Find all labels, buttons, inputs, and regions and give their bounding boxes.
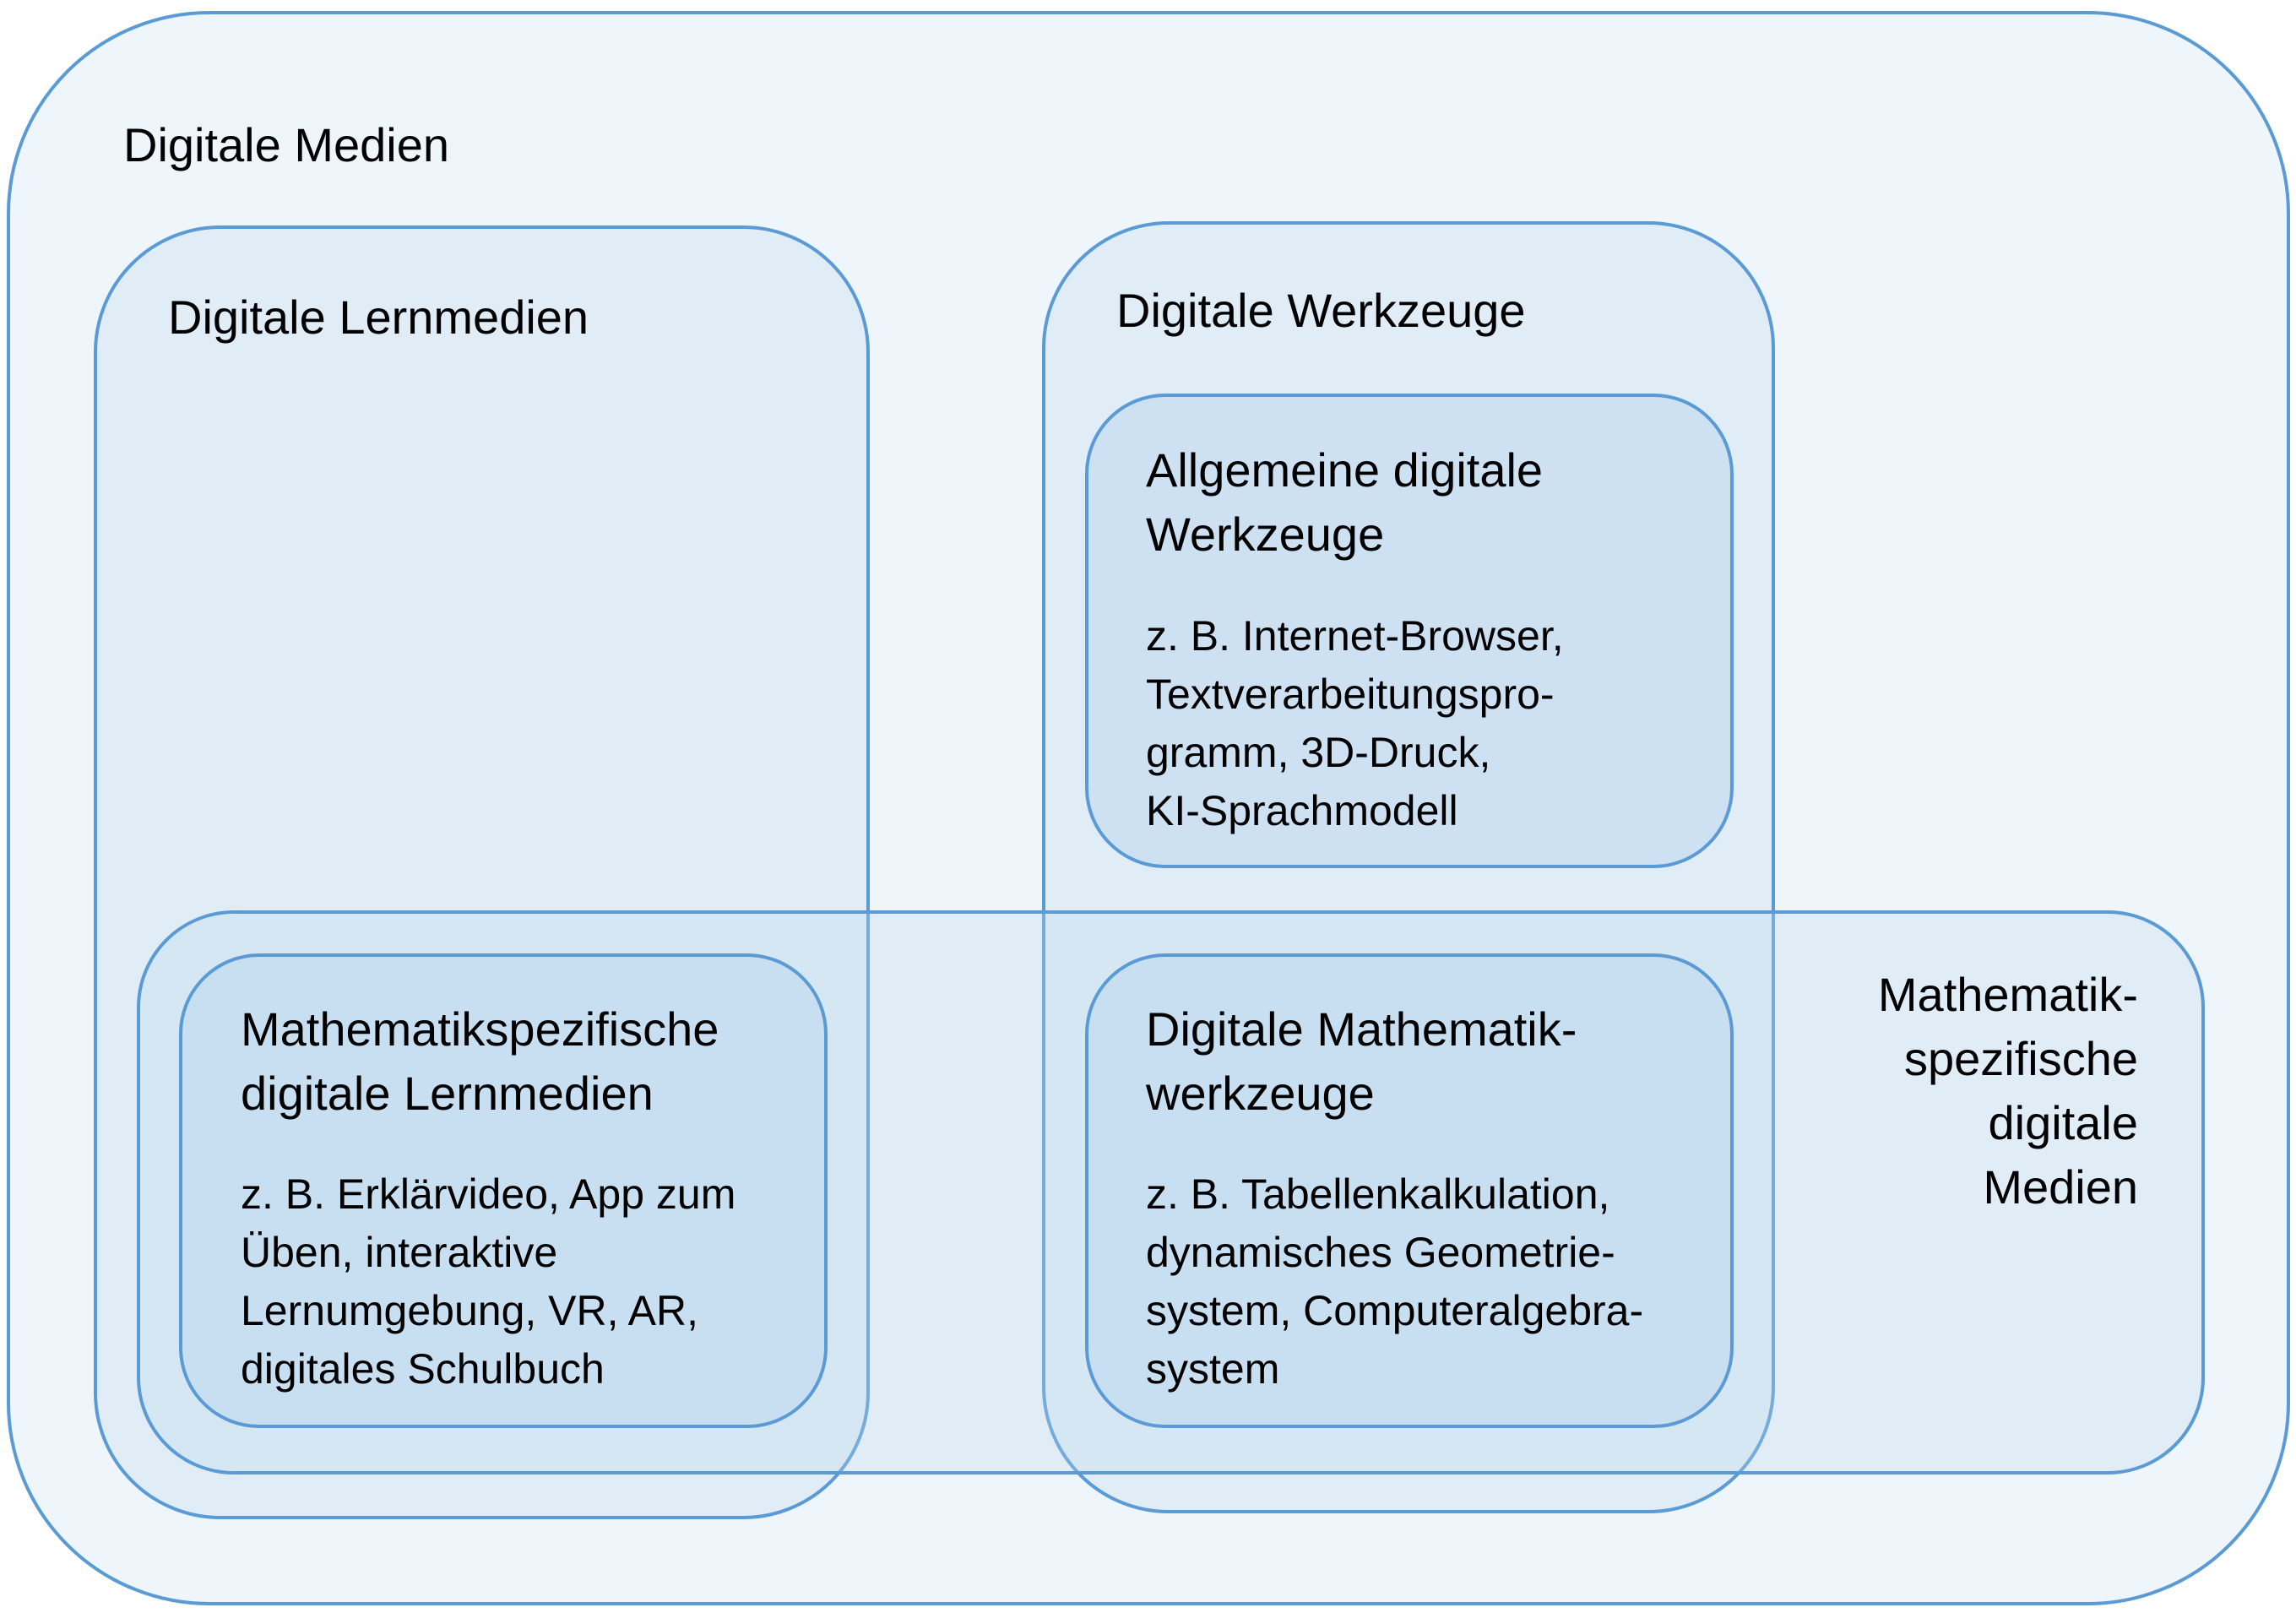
math-lernmedien-box bbox=[179, 953, 828, 1428]
math-werkzeuge-title-line-1: Digitale Mathematik- bbox=[1146, 1002, 1577, 1056]
math-werkzeuge-examples: z. B. Tabellenkalkulation, dynamisches G… bbox=[1146, 1165, 1643, 1398]
math-werkzeuge-example-line-3: system, Computeralgebra- bbox=[1146, 1287, 1644, 1334]
allgemeine-werkzeuge-example-line-1: z. B. Internet-Browser, bbox=[1146, 612, 1564, 660]
math-lernmedien-examples: z. B. Erklärvideo, App zum Üben, interak… bbox=[241, 1165, 735, 1398]
math-medien-title-line-1: Mathematik- bbox=[1877, 968, 2138, 1021]
math-lernmedien-example-line-4: digitales Schulbuch bbox=[241, 1345, 605, 1393]
math-werkzeuge-example-line-4: system bbox=[1146, 1345, 1280, 1393]
allgemeine-werkzeuge-example-line-4: KI-Sprachmodell bbox=[1146, 787, 1458, 834]
math-werkzeuge-example-line-2: dynamisches Geometrie- bbox=[1146, 1229, 1615, 1276]
math-lernmedien-title-line-1: Mathematikspezifische bbox=[241, 1002, 719, 1056]
math-medien-title-line-3: digitale bbox=[1988, 1096, 2138, 1149]
math-lernmedien-title: Mathematikspezifische digitale Lernmedie… bbox=[241, 997, 719, 1126]
allgemeine-werkzeuge-example-line-3: gramm, 3D-Druck, bbox=[1146, 729, 1491, 776]
math-lernmedien-example-line-2: Üben, interaktive bbox=[241, 1229, 558, 1276]
digitale-werkzeuge-title: Digitale Werkzeuge bbox=[1116, 284, 1526, 337]
math-lernmedien-example-line-1: z. B. Erklärvideo, App zum bbox=[241, 1170, 736, 1218]
math-lernmedien-example-line-3: Lernumgebung, VR, AR, bbox=[241, 1287, 698, 1334]
math-werkzeuge-title-line-2: werkzeuge bbox=[1146, 1067, 1375, 1120]
allgemeine-werkzeuge-box bbox=[1085, 394, 1734, 868]
allgemeine-werkzeuge-title-line-1: Allgemeine digitale bbox=[1146, 443, 1544, 497]
allgemeine-werkzeuge-examples: z. B. Internet-Browser, Textverarbeitung… bbox=[1146, 607, 1564, 840]
math-medien-title-line-4: Medien bbox=[1983, 1160, 2138, 1214]
allgemeine-werkzeuge-title: Allgemeine digitale Werkzeuge bbox=[1146, 438, 1543, 567]
math-spezifische-medien-title: Mathematik- spezifische digitale Medien bbox=[1878, 963, 2138, 1219]
allgemeine-werkzeuge-example-line-2: Textverarbeitungspro- bbox=[1146, 671, 1555, 718]
digitale-lernmedien-title: Digitale Lernmedien bbox=[168, 291, 589, 344]
math-werkzeuge-title: Digitale Mathematik- werkzeuge bbox=[1146, 997, 1577, 1126]
math-lernmedien-title-line-2: digitale Lernmedien bbox=[241, 1067, 654, 1120]
math-medien-title-line-2: spezifische bbox=[1903, 1032, 2138, 1085]
digitale-medien-title: Digitale Medien bbox=[123, 118, 449, 171]
math-werkzeuge-box bbox=[1085, 953, 1734, 1428]
allgemeine-werkzeuge-title-line-2: Werkzeuge bbox=[1146, 508, 1385, 561]
math-werkzeuge-example-line-1: z. B. Tabellenkalkulation, bbox=[1146, 1170, 1610, 1218]
